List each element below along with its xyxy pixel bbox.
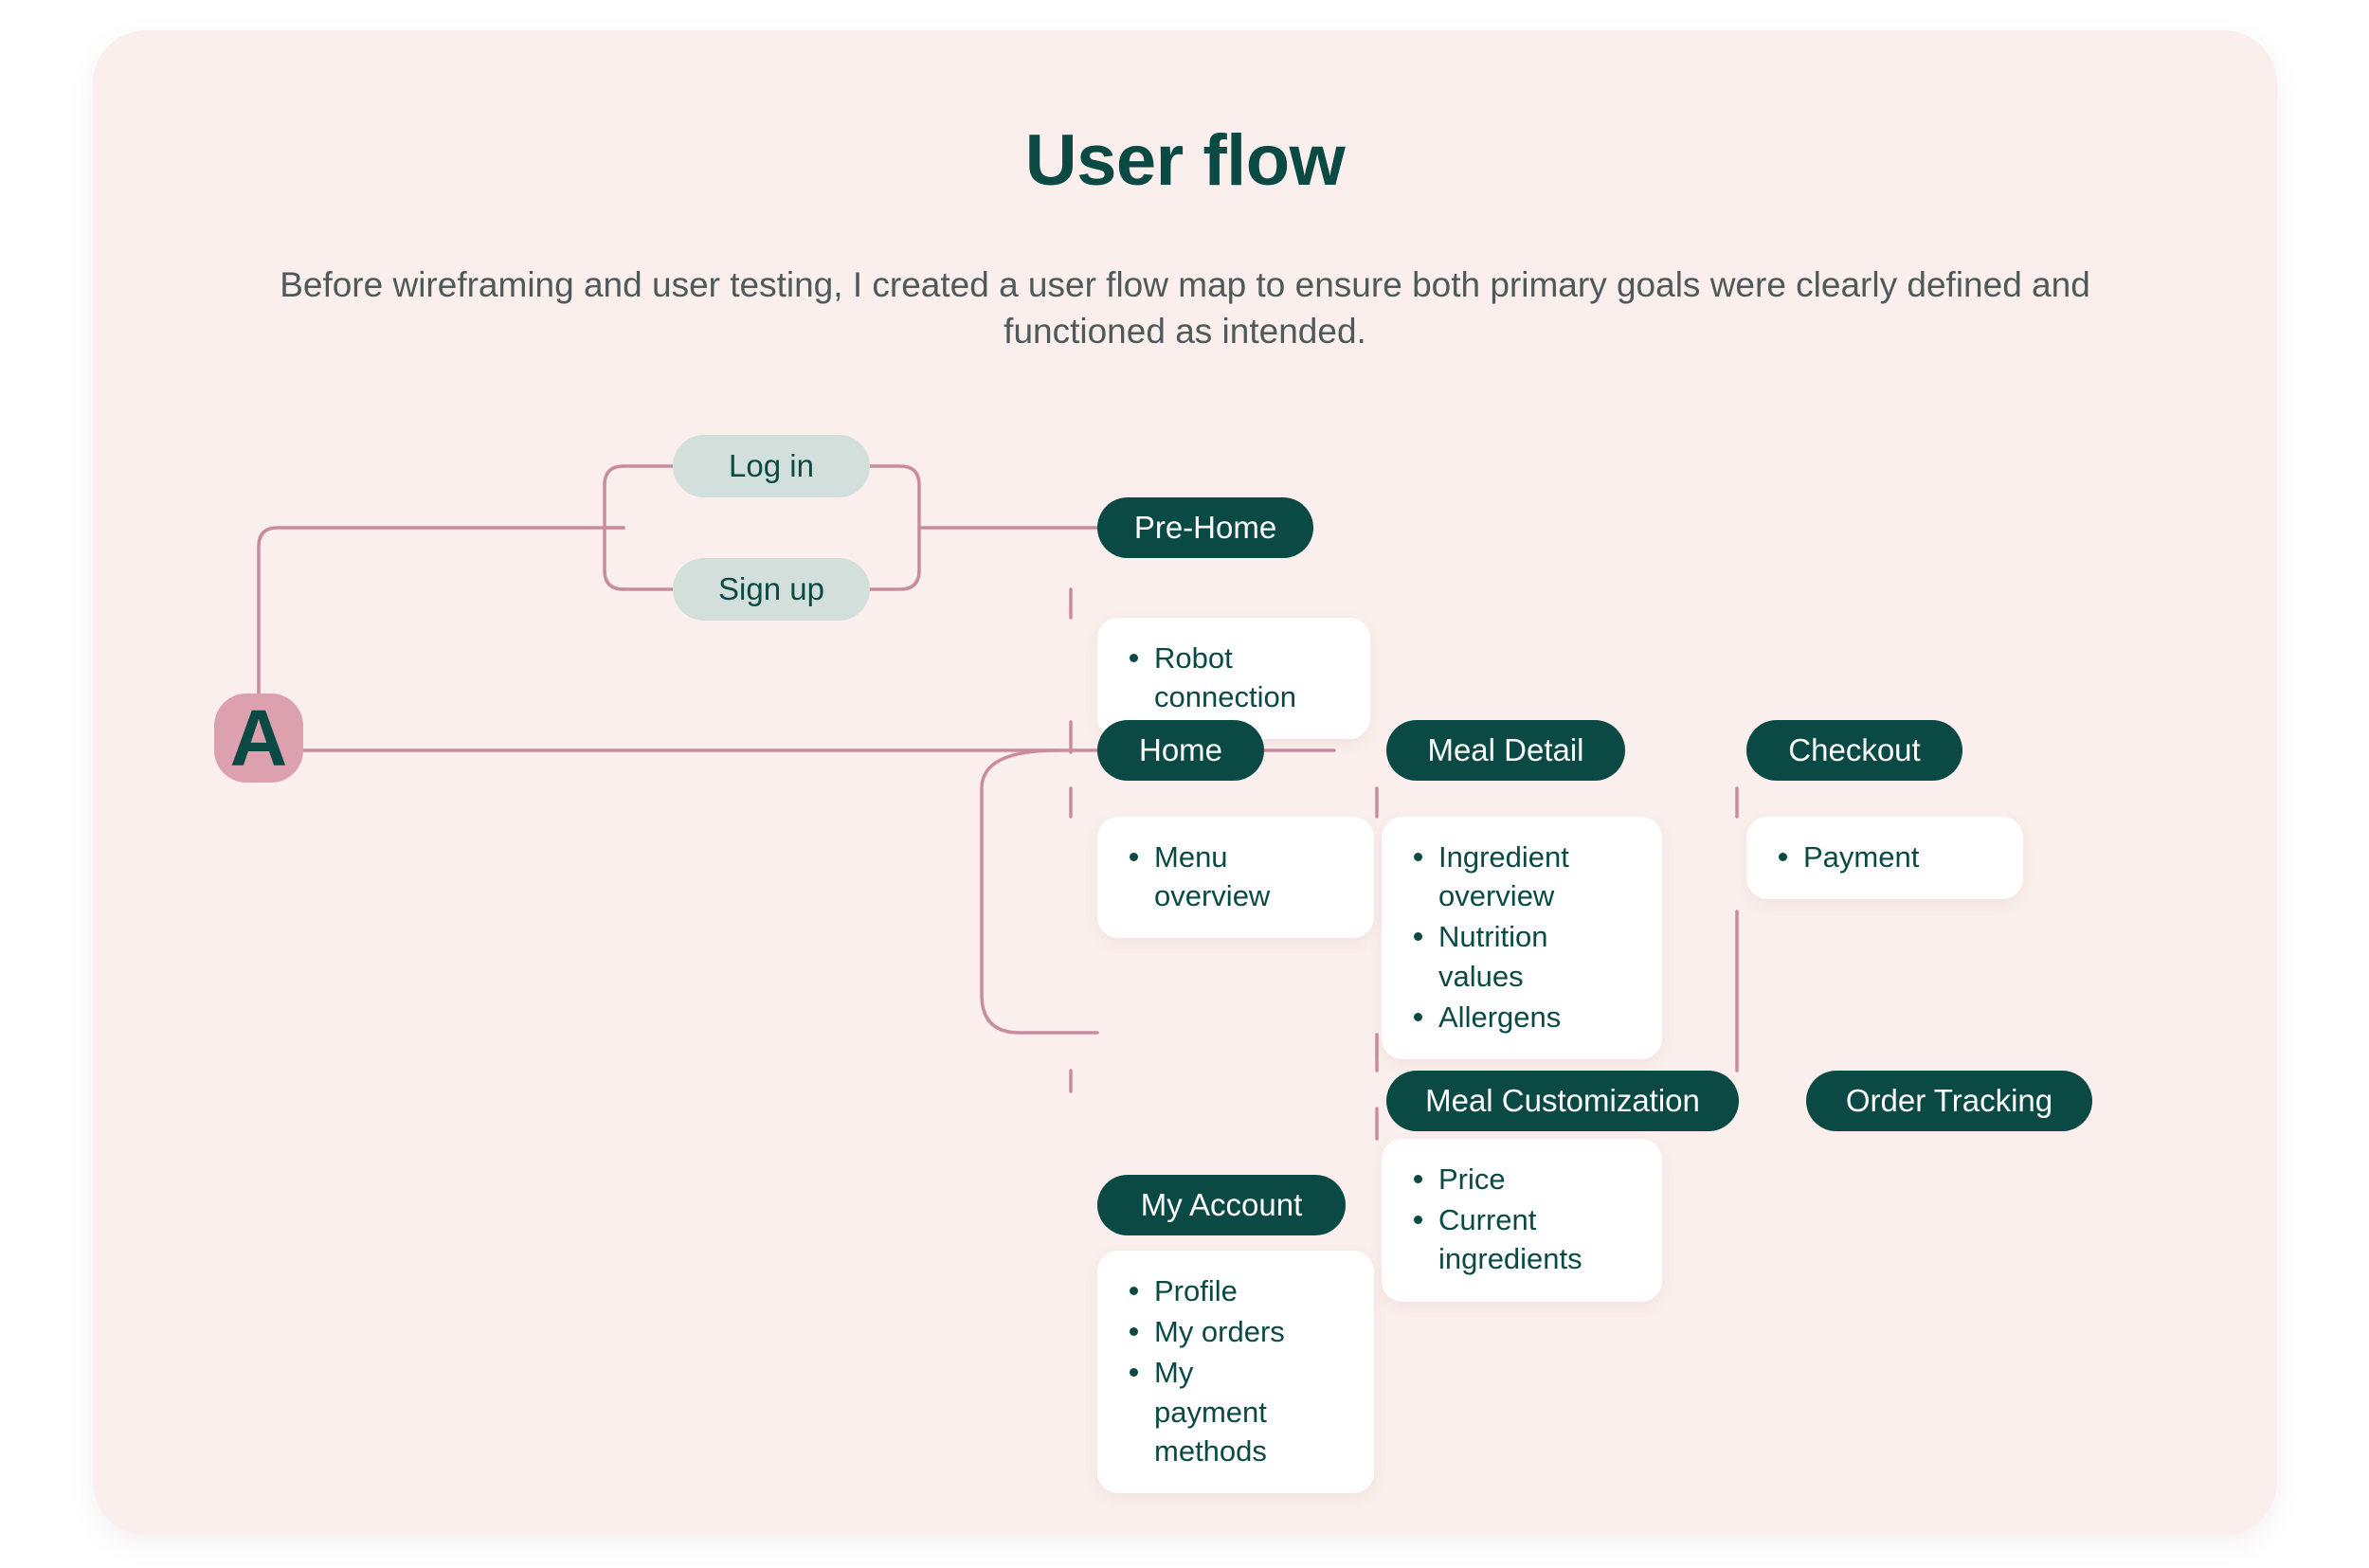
page-title: User flow <box>1024 120 1346 201</box>
list-item: Ingredient overview <box>1404 838 1569 915</box>
list-item: Menu overview <box>1120 838 1349 915</box>
node-home[interactable]: Home <box>1097 720 1264 781</box>
node-home-label: Home <box>1138 732 1223 767</box>
wire-auth-bracket-left <box>603 464 625 591</box>
card-pre-home-list: Robot connection <box>1120 639 1346 716</box>
card-home: Menu overview <box>1097 817 1374 939</box>
card-meal-customization-list: Price Current ingredients <box>1404 1160 1637 1279</box>
list-item: Current ingredients <box>1404 1200 1582 1278</box>
card-meal-customization: Price Current ingredients <box>1382 1139 1662 1302</box>
node-meal-customization-label: Meal Customization <box>1425 1083 1700 1118</box>
node-pre-home[interactable]: Pre-Home <box>1097 497 1313 558</box>
card-my-account: Profile My orders My payment methods <box>1097 1251 1374 1494</box>
wire-home-to-myaccount <box>980 748 1099 1035</box>
list-item: Payment <box>1769 838 1998 876</box>
node-order-tracking[interactable]: Order Tracking <box>1806 1071 2092 1131</box>
node-pre-home-label: Pre-Home <box>1133 510 1277 545</box>
list-item: Price <box>1404 1160 1637 1199</box>
node-checkout[interactable]: Checkout <box>1746 720 1962 781</box>
list-item: Allergens <box>1404 998 1637 1036</box>
node-meal-customization[interactable]: Meal Customization <box>1386 1071 1739 1131</box>
app-logo-a: A <box>214 694 303 783</box>
list-item: Profile <box>1120 1271 1349 1310</box>
card-meal-detail-list: Ingredient overview Nutrition values All… <box>1404 838 1637 1036</box>
card-meal-detail: Ingredient overview Nutrition values All… <box>1382 817 1662 1060</box>
list-item: Robot connection <box>1120 639 1346 716</box>
page-subtitle: Before wireframing and user testing, I c… <box>280 265 2090 351</box>
auth-pill-log-in[interactable]: Log in <box>673 435 870 497</box>
content-panel: User flow Before wireframing and user te… <box>93 30 2277 1535</box>
list-item: My orders <box>1120 1312 1349 1351</box>
auth-pill-sign-up-label: Sign up <box>718 571 824 606</box>
card-pre-home: Robot connection <box>1097 618 1370 740</box>
card-my-account-list: Profile My orders My payment methods <box>1120 1271 1349 1470</box>
node-order-tracking-label: Order Tracking <box>1845 1083 2053 1118</box>
auth-pill-log-in-label: Log in <box>729 448 814 483</box>
list-item: My payment methods <box>1120 1353 1291 1470</box>
user-flow-diagram: A Log in Sign up Pre-Home Robot connecti… <box>93 30 2277 1535</box>
card-home-list: Menu overview <box>1120 838 1349 915</box>
wire-auth-login-right <box>868 464 921 591</box>
node-meal-detail-label: Meal Detail <box>1427 732 1584 767</box>
list-item: Nutrition values <box>1404 917 1547 995</box>
node-checkout-label: Checkout <box>1788 732 1921 767</box>
wire-app-to-auth <box>257 526 625 695</box>
node-meal-detail[interactable]: Meal Detail <box>1386 720 1625 781</box>
app-logo-letter: A <box>229 694 288 783</box>
card-checkout-list: Payment <box>1769 838 1998 876</box>
node-my-account-label: My Account <box>1140 1187 1303 1222</box>
node-my-account[interactable]: My Account <box>1097 1175 1346 1235</box>
auth-pill-sign-up[interactable]: Sign up <box>673 558 870 621</box>
card-checkout: Payment <box>1746 817 2023 900</box>
